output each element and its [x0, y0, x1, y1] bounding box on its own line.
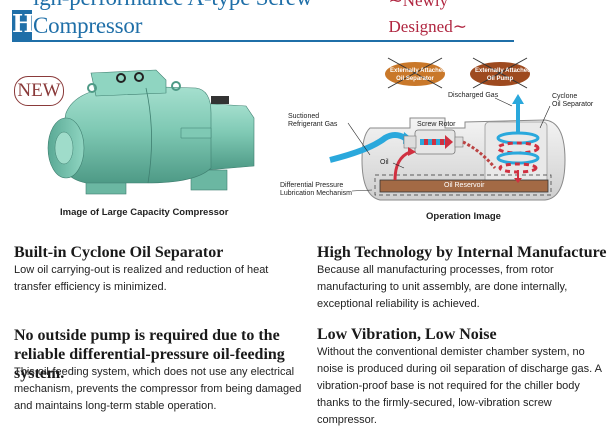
section-body-no-pump: This oil-feeding system, which does not … — [14, 366, 302, 412]
operation-diagram-graphic — [329, 57, 566, 201]
section-body-internal-manufacture: Because all manufacturing processes, fro… — [317, 264, 568, 310]
page-title: igh-performance A-type Screw Compressor — [33, 0, 312, 38]
new-badge: NEW — [14, 76, 64, 106]
label-oil-reservoir: Oil Reservoir — [444, 182, 485, 189]
section-title-internal-manufacture: High Technology by Internal Manufacture — [317, 244, 607, 261]
operation-caption: Operation Image — [426, 211, 501, 222]
compressor-figure: NEW Image of Large Capacity Compressor — [6, 58, 296, 223]
section-body-low-vibration: Without the conventional demister chambe… — [317, 346, 602, 426]
section-title-cyclone: Built-in Cyclone Oil Separator — [14, 244, 224, 261]
label-cyclone: Cyclone Oil Separator — [552, 93, 594, 108]
label-oil: Oil — [380, 159, 389, 166]
label-screw-rotor: Screw Rotor — [417, 121, 456, 128]
label-discharged-gas: Discharged Gas — [448, 92, 499, 99]
oil-separator-crossed-icon — [385, 57, 445, 89]
oil-pump-crossed-icon — [470, 57, 530, 89]
section-title-no-pump: No outside pump is required due to the r… — [14, 327, 285, 382]
label-differential-pressure: Differential Pressure Lubrication Mechan… — [280, 182, 352, 197]
section-title-low-vibration: Low Vibration, Low Noise — [317, 326, 497, 343]
compressor-image — [47, 69, 255, 195]
operation-diagram: Externally Attached Oil Separator Extern… — [280, 50, 608, 225]
page-header: H igh-performance A-type Screw Compresso… — [12, 0, 514, 42]
page-subtitle: ∼Newly Designed∼ — [388, 0, 467, 36]
compressor-caption: Image of Large Capacity Compressor — [60, 207, 229, 218]
crossed-separator-label: Externally Attached Oil Separator — [390, 68, 446, 82]
title-initial: H — [12, 9, 35, 40]
section-body-cyclone: Low oil carrying-out is realized and red… — [14, 264, 269, 293]
crossed-pump-label: Externally Attached Oil Pump — [475, 68, 531, 82]
label-suctioned-gas: Suctioned Refrigerant Gas — [288, 113, 338, 128]
